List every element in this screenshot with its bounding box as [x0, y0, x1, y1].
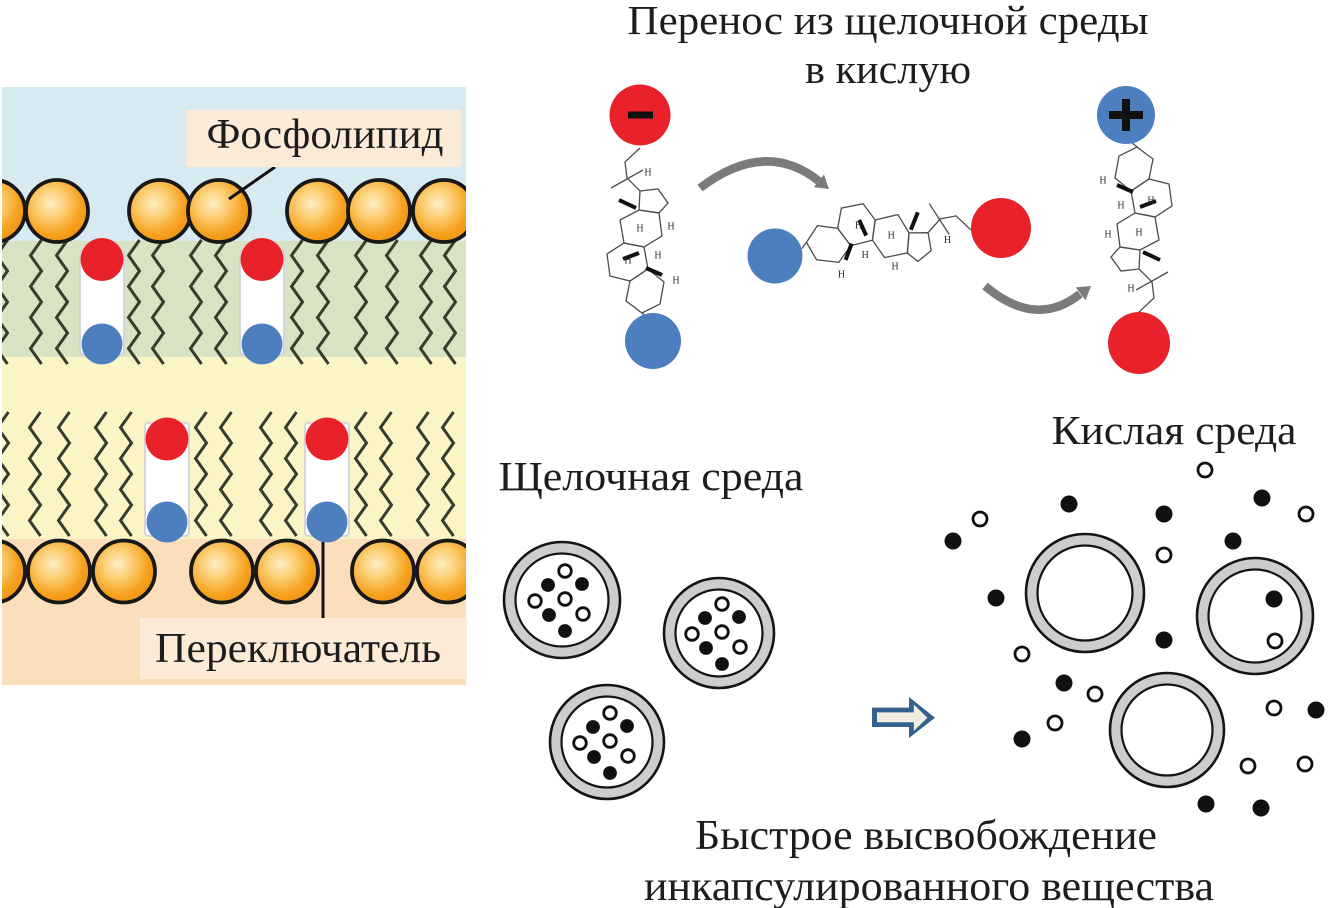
svg-text:H: H — [667, 222, 674, 233]
svg-text:H: H — [1104, 230, 1111, 241]
svg-text:в кислую: в кислую — [805, 46, 971, 92]
svg-text:Быстрое высвобождение: Быстрое высвобождение — [695, 813, 1157, 859]
svg-text:H: H — [636, 224, 643, 235]
svg-text:H: H — [838, 270, 845, 281]
svg-text:H: H — [1127, 284, 1134, 295]
svg-text:H: H — [1147, 196, 1154, 207]
svg-text:H: H — [891, 261, 898, 272]
svg-text:Щелочная среда: Щелочная среда — [499, 453, 804, 499]
svg-text:H: H — [654, 251, 661, 262]
svg-text:H: H — [644, 168, 651, 179]
svg-text:H: H — [1099, 176, 1106, 187]
svg-text:Кислая среда: Кислая среда — [1052, 407, 1297, 453]
svg-text:H: H — [944, 235, 951, 246]
svg-text:H: H — [1117, 201, 1124, 212]
svg-text:Переключатель: Переключатель — [155, 626, 441, 672]
svg-text:H: H — [862, 250, 869, 261]
svg-text:H: H — [624, 256, 631, 267]
svg-text:H: H — [888, 231, 895, 242]
svg-text:H: H — [672, 276, 679, 287]
svg-text:H: H — [1135, 228, 1142, 239]
svg-text:инкапсулированного вещества: инкапсулированного вещества — [644, 864, 1214, 908]
svg-text:H: H — [855, 221, 862, 232]
svg-text:Перенос из щелочной среды: Перенос из щелочной среды — [628, 0, 1149, 43]
svg-text:Фосфолипид: Фосфолипид — [207, 112, 444, 158]
